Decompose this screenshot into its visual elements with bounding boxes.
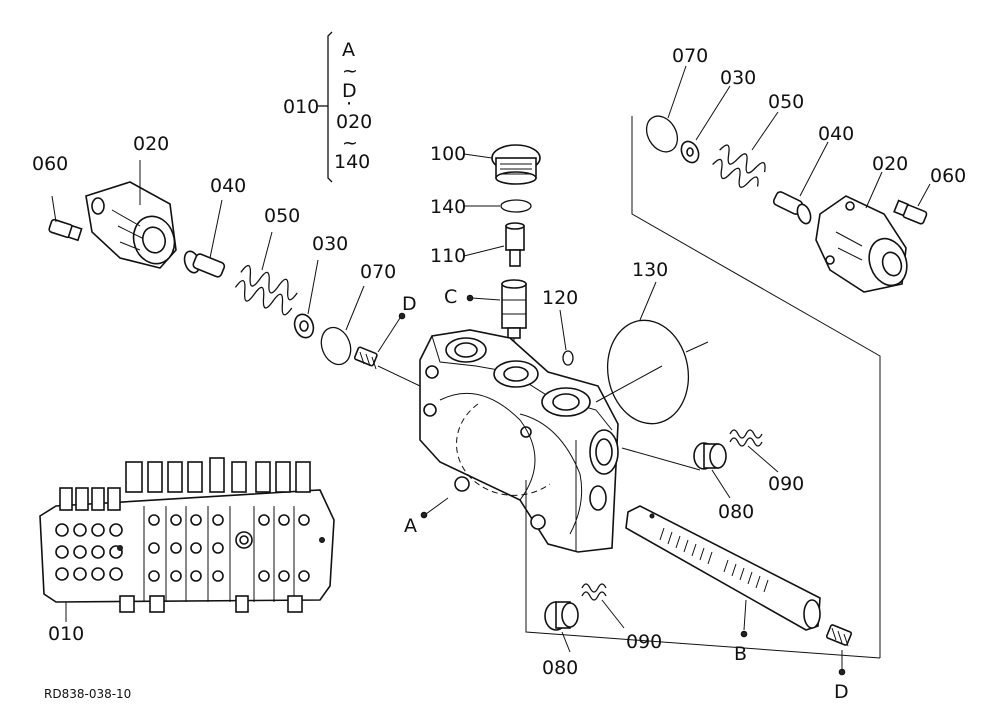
oring-120 (562, 350, 574, 366)
callout-130: 130 (632, 259, 668, 281)
plug-d-top (353, 346, 378, 370)
point-d-bottom: D (834, 681, 849, 703)
callout-120: 120 (542, 287, 578, 309)
spring-050-left (234, 264, 298, 316)
callout-080-upper: 080 (718, 501, 754, 523)
top-valve-stack: 100 140 110 C 120 (430, 143, 578, 372)
callout-010-assembly: 010 (48, 623, 84, 645)
cover-020-right (815, 195, 908, 293)
point-d-top: D (402, 293, 417, 315)
check-080-upper (693, 442, 727, 470)
point-b: B (734, 643, 747, 665)
oring-070-right (645, 115, 679, 153)
callout-050-left: 050 (264, 205, 300, 227)
callout-050-right: 050 (768, 91, 804, 113)
bracket-a: A (342, 39, 355, 61)
oring-140 (500, 199, 532, 213)
drawing-code: RD838-038-10 (44, 687, 131, 701)
spring-090-lower (581, 583, 607, 601)
valve-c (501, 279, 527, 339)
callout-030-right: 030 (720, 67, 756, 89)
point-c: C (444, 286, 457, 308)
callout-010-top: 010 (283, 96, 319, 118)
bracket-140: 140 (334, 151, 370, 173)
callout-080-lower: 080 (542, 657, 578, 679)
right-cover-assembly: 070 030 050 040 020 (525, 45, 966, 659)
callout-020-right: 020 (872, 153, 908, 175)
spring-050-right (712, 144, 766, 188)
callout-090-lower: 090 (626, 631, 662, 653)
oring-070-left (320, 326, 352, 366)
assembly-bracket: 010 A ~ D · 020 ~ 140 (283, 31, 372, 183)
plug-d-bottom (825, 624, 853, 647)
bracket-dot: · (346, 93, 352, 115)
spool-b (625, 505, 821, 631)
cover-020-left (85, 181, 177, 269)
callout-060-right: 060 (930, 165, 966, 187)
callout-070-left: 070 (360, 261, 396, 283)
washer-030-right (680, 140, 700, 164)
callout-100: 100 (430, 143, 466, 165)
spacer-040-right (772, 191, 812, 225)
callout-020-left: 020 (133, 133, 169, 155)
left-cover-assembly: 060 020 040 050 030 (32, 133, 421, 387)
bracket-d: D (342, 80, 357, 102)
callout-090-upper: 090 (768, 473, 804, 495)
check-080-lower (544, 601, 579, 631)
poppet-110 (505, 222, 525, 267)
bracket-tilde-2: ~ (342, 132, 358, 154)
control-valve-assembly-010 (39, 457, 335, 613)
bolt-060-right (893, 199, 928, 225)
washer-030-left (293, 313, 315, 339)
spacer-040-left (183, 250, 226, 278)
callout-140: 140 (430, 196, 466, 218)
oring-130 (606, 319, 690, 425)
callout-070-right: 070 (672, 45, 708, 67)
callout-030-left: 030 (312, 233, 348, 255)
bracket-020: 020 (336, 111, 372, 133)
point-a: A (404, 515, 417, 537)
spring-090-upper (729, 429, 763, 447)
callout-060-left: 060 (32, 153, 68, 175)
cap-100 (491, 144, 541, 185)
callout-110: 110 (430, 245, 466, 267)
bolt-060-left (48, 218, 83, 242)
callout-040-right: 040 (818, 123, 854, 145)
bracket-tilde-1: ~ (342, 60, 358, 82)
valve-body (419, 329, 619, 553)
callout-040-left: 040 (210, 175, 246, 197)
